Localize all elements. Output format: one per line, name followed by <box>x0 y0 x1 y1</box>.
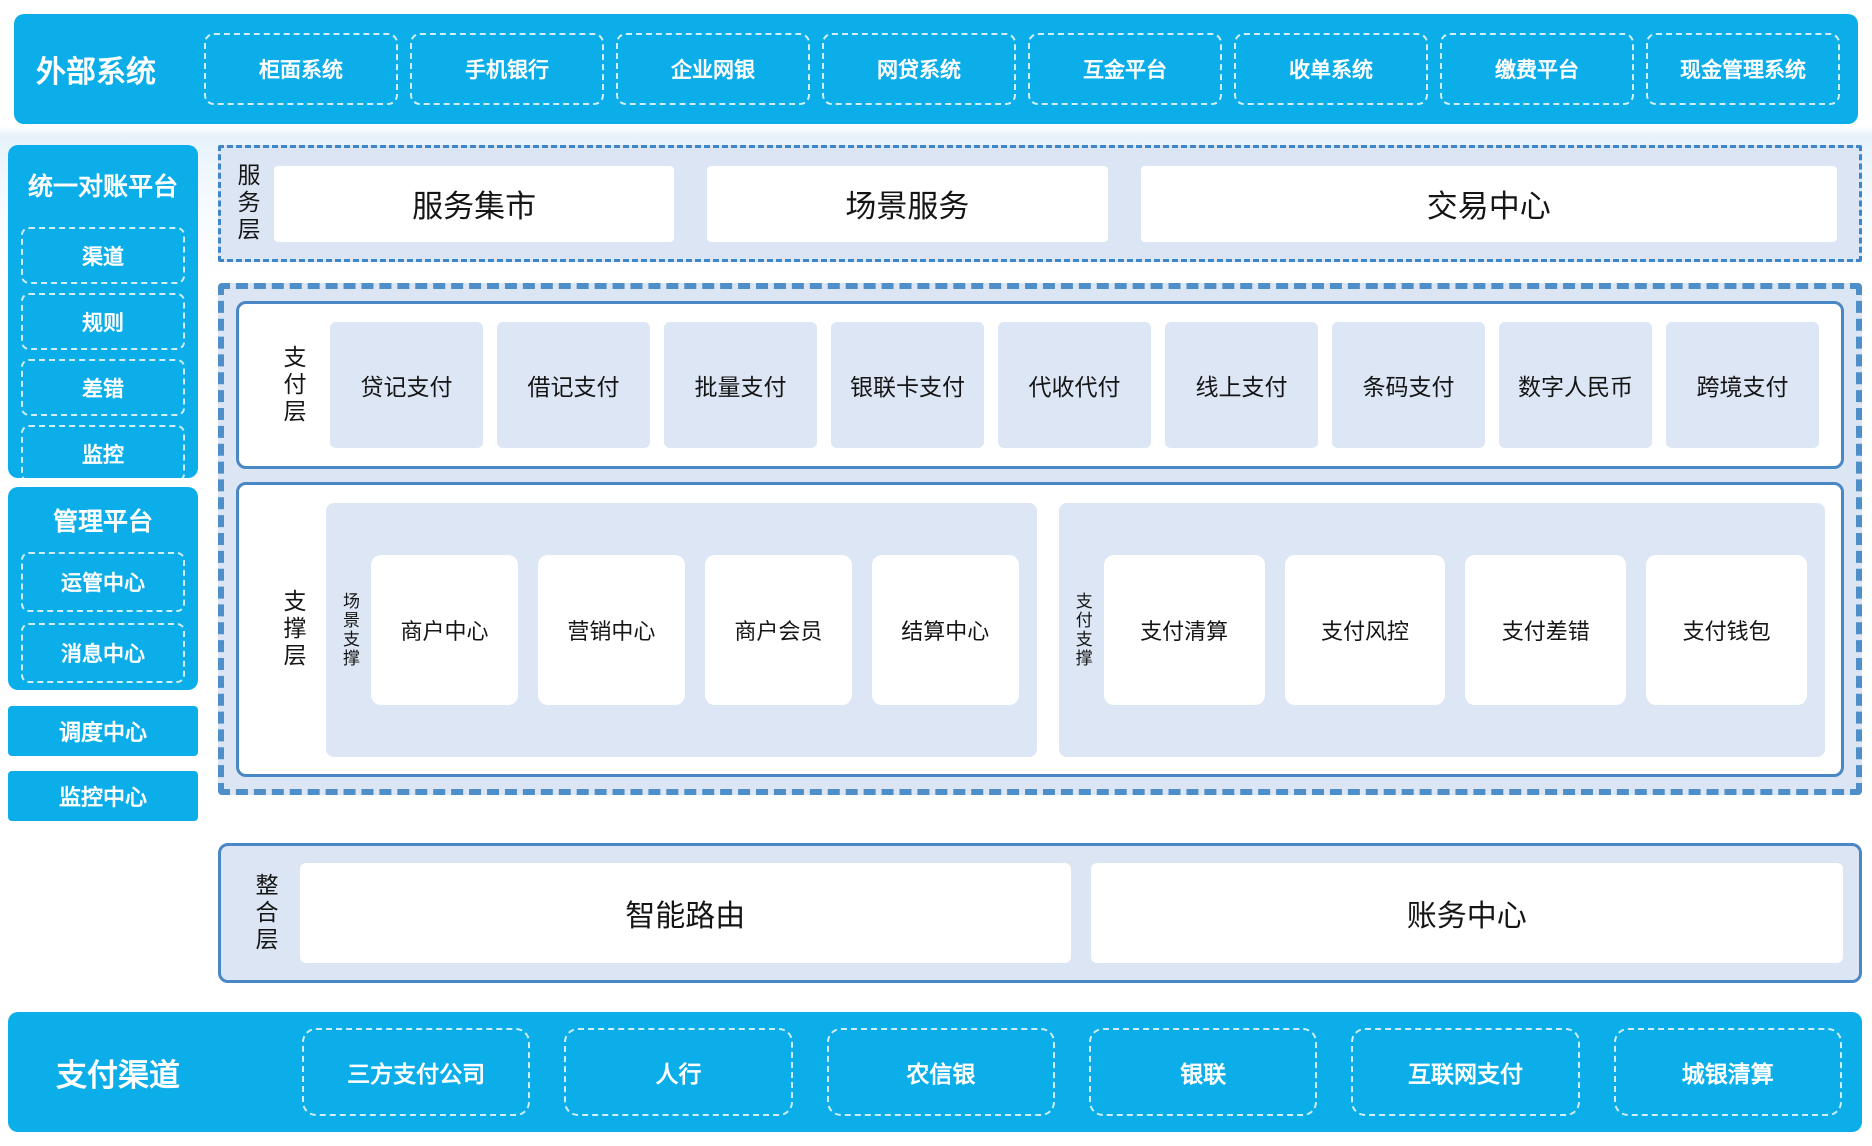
payment-channels-title: 支付渠道 <box>56 1057 180 1093</box>
payment-item: 跨境支付 <box>1666 322 1819 448</box>
payment-channels-bar: 支付渠道 三方支付公司 人行 农信银 银联 互联网支付 城银清算 <box>8 1012 1862 1132</box>
reconciliation-item: 监控 <box>21 425 185 482</box>
external-systems-items: 柜面系统 手机银行 企业网银 网贷系统 互金平台 收单系统 缴费平台 现金管理系… <box>204 33 1840 105</box>
support-card: 商户中心 <box>371 554 518 705</box>
integration-layer-label: 整合层 <box>252 872 278 954</box>
payment-item: 线上支付 <box>1165 322 1318 448</box>
support-layer-label: 支撑层 <box>280 589 306 670</box>
service-item: 交易中心 <box>1140 165 1837 242</box>
monitoring-center-box: 监控中心 <box>8 771 198 821</box>
external-system-item: 互金平台 <box>1028 33 1222 105</box>
payment-layer-items: 贷记支付 借记支付 批量支付 银联卡支付 代收代付 线上支付 条码支付 数字人民… <box>330 322 1819 448</box>
integration-layer-items: 智能路由 账务中心 <box>300 863 1843 963</box>
service-layer-label: 服务层 <box>234 163 260 244</box>
support-card: 支付钱包 <box>1646 554 1808 705</box>
payment-channels-items: 三方支付公司 人行 农信银 银联 互联网支付 城银清算 <box>302 1028 1842 1116</box>
payment-item: 条码支付 <box>1332 322 1485 448</box>
support-card: 结算中心 <box>871 554 1019 705</box>
payment-item: 数字人民币 <box>1499 322 1652 448</box>
support-layer: 支撑层 场景支撑 商户中心 营销中心 商户会员 结算中心 支付支撑 <box>236 482 1844 777</box>
service-item: 场景服务 <box>707 165 1108 242</box>
external-system-item: 收单系统 <box>1234 33 1428 105</box>
payment-channel-item: 银联 <box>1088 1028 1318 1116</box>
service-item: 服务集市 <box>274 165 675 242</box>
payment-channel-item: 农信银 <box>826 1028 1055 1116</box>
payment-support-label: 支付支撑 <box>1072 591 1092 668</box>
payment-channel-item: 人行 <box>564 1028 793 1116</box>
scene-support-label: 场景支撑 <box>340 591 359 668</box>
external-system-item: 柜面系统 <box>204 33 398 105</box>
support-card: 商户会员 <box>704 554 852 705</box>
reconciliation-platform-title: 统一对账平台 <box>27 173 178 201</box>
payment-channel-item: 互联网支付 <box>1351 1028 1580 1116</box>
payment-channel-item: 三方支付公司 <box>302 1028 531 1116</box>
support-card: 支付差错 <box>1465 554 1627 705</box>
external-systems-title: 外部系统 <box>36 56 156 89</box>
reconciliation-item: 规则 <box>21 293 185 350</box>
management-item: 运管中心 <box>21 552 185 612</box>
management-platform-title: 管理平台 <box>52 508 153 536</box>
external-system-item: 现金管理系统 <box>1646 33 1840 105</box>
payment-item: 贷记支付 <box>330 322 483 448</box>
reconciliation-platform-card: 统一对账平台 渠道 规则 差错 监控 <box>8 145 198 482</box>
external-system-item: 网贷系统 <box>822 33 1016 105</box>
integration-item: 账务中心 <box>1090 863 1843 963</box>
payment-support-container: 支付层 贷记支付 借记支付 批量支付 银联卡支付 代收代付 线上支付 条码支付 … <box>218 283 1862 795</box>
external-system-item: 手机银行 <box>410 33 604 105</box>
main-column: 服务层 服务集市 场景服务 交易中心 支付层 贷记支付 借记支付 批量支付 银联… <box>218 145 1862 983</box>
support-layer-groups: 场景支撑 商户中心 营销中心 商户会员 结算中心 支付支撑 支付清算 支付风控 <box>326 502 1825 757</box>
management-item: 消息中心 <box>21 623 185 683</box>
external-system-item: 缴费平台 <box>1440 33 1634 105</box>
external-systems-bar: 外部系统 柜面系统 手机银行 企业网银 网贷系统 互金平台 收单系统 缴费平台 … <box>14 14 1858 124</box>
payment-support-group: 支付支撑 支付清算 支付风控 支付差错 支付钱包 <box>1058 502 1825 757</box>
payment-layer: 支付层 贷记支付 借记支付 批量支付 银联卡支付 代收代付 线上支付 条码支付 … <box>236 301 1844 469</box>
scene-support-group: 场景支撑 商户中心 营销中心 商户会员 结算中心 <box>326 502 1037 757</box>
support-card: 营销中心 <box>537 554 685 705</box>
support-card: 支付风控 <box>1284 554 1446 705</box>
reconciliation-item: 渠道 <box>21 227 185 284</box>
integration-item: 智能路由 <box>300 863 1071 963</box>
payment-item: 批量支付 <box>664 322 817 448</box>
service-layer-items: 服务集市 场景服务 交易中心 <box>274 165 1837 242</box>
reconciliation-item: 差错 <box>21 359 185 416</box>
payment-item: 银联卡支付 <box>831 322 984 448</box>
payment-support-cards: 支付清算 支付风控 支付差错 支付钱包 <box>1103 554 1808 705</box>
external-system-item: 企业网银 <box>616 33 810 105</box>
payment-layer-label: 支付层 <box>280 344 306 426</box>
payment-item: 代收代付 <box>998 322 1151 448</box>
management-platform-card: 管理平台 运管中心 消息中心 <box>8 487 198 690</box>
service-layer: 服务层 服务集市 场景服务 交易中心 <box>218 145 1862 262</box>
scene-support-cards: 商户中心 营销中心 商户会员 结算中心 <box>371 554 1019 705</box>
payment-item: 借记支付 <box>497 322 650 448</box>
payment-channel-item: 城银清算 <box>1613 1028 1842 1116</box>
integration-layer: 整合层 智能路由 账务中心 <box>218 843 1862 983</box>
support-card: 支付清算 <box>1103 554 1265 705</box>
scheduling-center-box: 调度中心 <box>8 706 198 756</box>
left-sidebar: 统一对账平台 渠道 规则 差错 监控 管理平台 运管中心 消息中心 调度中心 监… <box>8 145 198 821</box>
